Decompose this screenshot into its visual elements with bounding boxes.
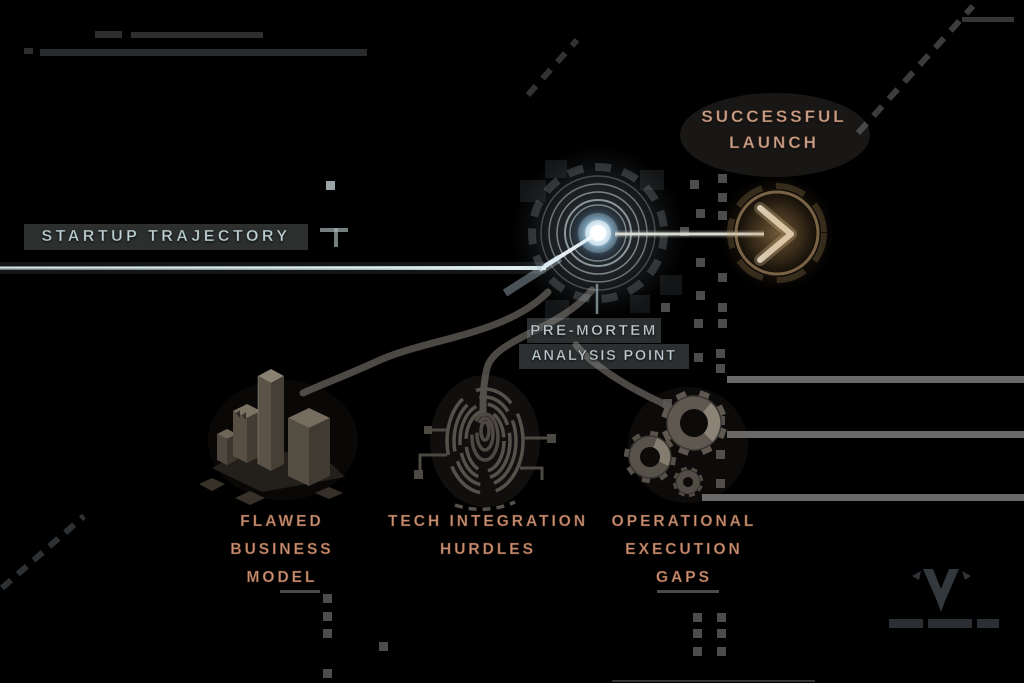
top-right-dashes [855, 3, 1014, 136]
buildings-icon [199, 369, 358, 505]
cause-ops-line1: OPERATIONAL [611, 513, 757, 531]
fingerprint-icon [414, 375, 556, 512]
trajectory-label: STARTUP TRAJECTORY [24, 224, 308, 250]
trajectory-line [0, 228, 546, 274]
launch-text-haze [680, 93, 870, 177]
light-beam [540, 230, 600, 272]
bottom-left-dashes [0, 513, 86, 591]
cause-flawed-line3: MODEL [246, 569, 318, 587]
watermark-text-blocks [889, 619, 999, 628]
cause-tech-line1: TECH INTEGRATION [387, 513, 589, 531]
watermark-logo [889, 569, 999, 628]
right-accent-bars [702, 376, 1024, 501]
launch-label-line1: SUCCESSFUL [701, 107, 847, 127]
node-label-line1: PRE-MORTEM [527, 318, 661, 343]
node-center-dot [590, 225, 606, 241]
circuit-traces [418, 428, 549, 480]
cause-flawed-line1: FLAWED [240, 513, 324, 531]
branch-to-gears [572, 341, 683, 417]
gears-icon [623, 387, 748, 503]
light-dot [326, 181, 335, 190]
top-left-dashes [24, 31, 367, 56]
cause-ops-line3: GAPS [656, 569, 712, 587]
launch-label-line2: LAUNCH [729, 133, 819, 153]
node-label-line2: ANALYSIS POINT [519, 344, 689, 369]
bottom-line-segments [280, 590, 815, 682]
top-center-dashes [525, 38, 580, 97]
cause-flawed-line2: BUSINESS [230, 541, 334, 559]
launch-glow-circle [719, 175, 835, 291]
cause-tech-line2: HURDLES [440, 541, 536, 559]
premortem-node [502, 147, 684, 320]
cause-ops-line2: EXECUTION [625, 541, 743, 559]
branch-to-buildings [299, 288, 552, 397]
